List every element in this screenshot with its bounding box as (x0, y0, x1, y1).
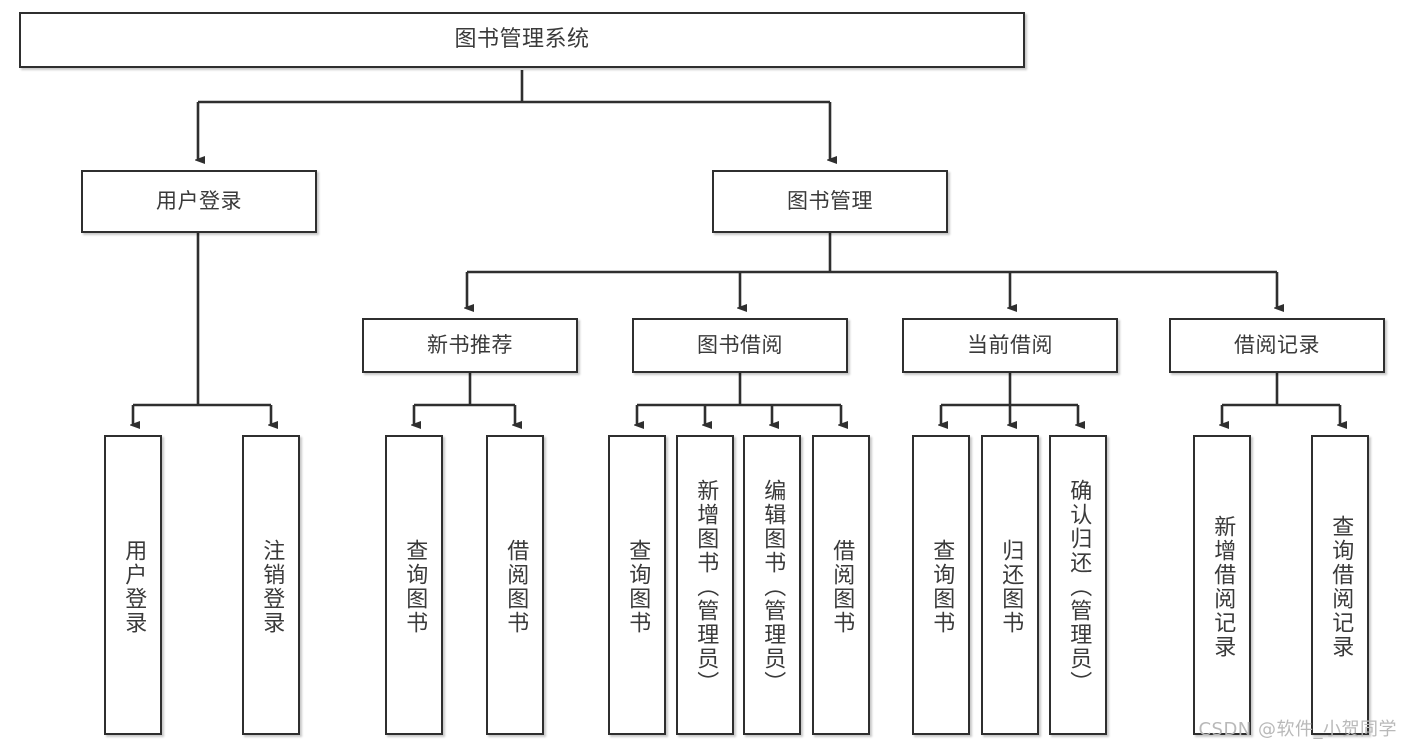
node-new-book-recommend[interactable]: 新书推荐 (362, 318, 578, 373)
leaf-recommend-borrow-book[interactable]: 借阅图书 (486, 435, 544, 735)
node-book-borrow[interactable]: 图书借阅 (632, 318, 848, 373)
leaf-borrow-borrow-book[interactable]: 借阅图书 (812, 435, 870, 735)
node-label: 用户登录 (121, 539, 147, 635)
leaf-current-return-book[interactable]: 归还图书 (981, 435, 1039, 735)
node-label: 查询图书 (402, 539, 428, 635)
node-label: 注销登录 (259, 539, 285, 635)
leaf-borrow-query-book[interactable]: 查询图书 (608, 435, 666, 735)
leaf-current-query-book[interactable]: 查询图书 (912, 435, 970, 735)
node-label: 借阅记录 (1234, 333, 1320, 358)
node-label: 归还图书 (998, 539, 1024, 635)
leaf-borrow-add-book-admin[interactable]: 新增图书（管理员） (676, 435, 734, 735)
leaf-borrow-edit-book-admin[interactable]: 编辑图书（管理员） (743, 435, 801, 735)
node-label: 编辑图书（管理员） (760, 479, 786, 695)
node-label: 用户登录 (156, 189, 242, 214)
node-current-borrow[interactable]: 当前借阅 (902, 318, 1118, 373)
node-label: 新增借阅记录 (1210, 515, 1236, 659)
node-label: 新书推荐 (427, 333, 513, 358)
node-label: 新增图书（管理员） (693, 479, 719, 695)
node-label: 图书借阅 (697, 333, 783, 358)
node-label: 借阅图书 (829, 539, 855, 635)
node-label: 确认归还（管理员） (1066, 479, 1092, 695)
node-label: 查询借阅记录 (1328, 515, 1354, 659)
leaf-recommend-query-book[interactable]: 查询图书 (385, 435, 443, 735)
leaf-user-login-logout[interactable]: 注销登录 (242, 435, 300, 735)
leaf-current-confirm-return-admin[interactable]: 确认归还（管理员） (1049, 435, 1107, 735)
node-label: 当前借阅 (967, 333, 1053, 358)
leaf-record-add-record[interactable]: 新增借阅记录 (1193, 435, 1251, 735)
node-label: 查询图书 (929, 539, 955, 635)
node-label: 借阅图书 (503, 539, 529, 635)
node-label: 图书管理系统 (454, 27, 590, 53)
watermark-text: CSDN @软件_小贺同学 (1198, 719, 1397, 740)
node-book-management[interactable]: 图书管理 (712, 170, 948, 233)
leaf-user-login-login[interactable]: 用户登录 (104, 435, 162, 735)
node-label: 查询图书 (625, 539, 651, 635)
leaf-record-query-record[interactable]: 查询借阅记录 (1311, 435, 1369, 735)
node-root-system[interactable]: 图书管理系统 (19, 12, 1025, 68)
node-borrow-record[interactable]: 借阅记录 (1169, 318, 1385, 373)
node-label: 图书管理 (787, 189, 873, 214)
node-user-login[interactable]: 用户登录 (81, 170, 317, 233)
